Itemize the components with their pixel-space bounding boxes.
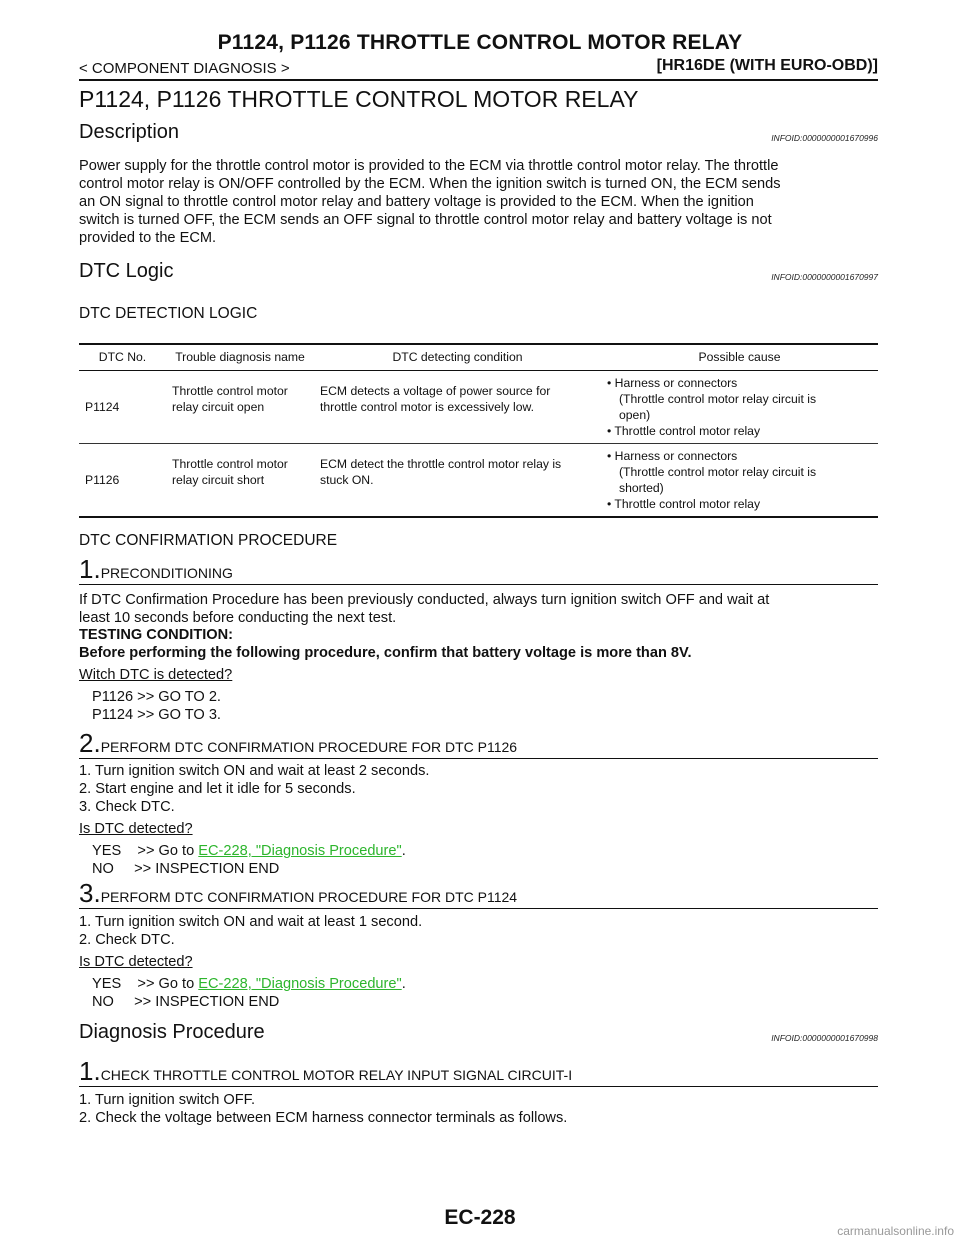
step-title: PRECONDITIONING [100,565,233,581]
diagnosis-procedure-link[interactable]: EC-228, "Diagnosis Procedure" [198,976,402,992]
diagnosis-procedure-link[interactable]: EC-228, "Diagnosis Procedure" [198,843,402,859]
answer-prefix: YES >> Go to [92,843,199,859]
diagnosis-name: Throttle control motor relay circuit sho… [166,444,314,518]
description-line: Power supply for the throttle control mo… [79,158,779,174]
cell-line: ECM detect the throttle control motor re… [320,457,562,471]
text-line: If DTC Confirmation Procedure has been p… [79,592,770,608]
description-text: Power supply for the throttle control mo… [79,157,878,247]
answer-yes: YES >> Go to EC-228, "Diagnosis Procedur… [92,843,406,859]
cell-line: stuck ON. [320,473,374,487]
watermark: carmanualsonline.info [837,1224,954,1238]
cell-line: (Throttle control motor relay circuit is [619,392,817,406]
step-3-confirm-p1124: 3.PERFORM DTC CONFIRMATION PROCEDURE FOR… [79,878,878,909]
answer-prefix: YES >> Go to [92,976,199,992]
diagnosis-procedure-heading: Diagnosis Procedure [79,1021,265,1043]
step-number: 2. [79,728,101,758]
dtc-table: DTC No. Trouble diagnosis name DTC detec… [79,343,878,518]
diagnosis-step-1: 1.CHECK THROTTLE CONTROL MOTOR RELAY INP… [79,1056,878,1087]
step-instruction: 2. Check the voltage between ECM harness… [79,1110,568,1126]
table-row: P1126 Throttle control motor relay circu… [79,444,878,518]
dtc-confirmation-heading: DTC CONFIRMATION PROCEDURE [79,532,338,549]
question-dtc-detected: Is DTC detected? [79,821,193,837]
diagnosis-name: Throttle control motor relay circuit ope… [166,370,314,444]
table-header: Trouble diagnosis name [166,344,314,371]
running-header-title: P1124, P1126 THROTTLE CONTROL MOTOR RELA… [217,31,743,54]
cell-line: • Throttle control motor relay [607,497,761,511]
cell-line: • Harness or connectors [607,376,738,390]
description-line: switch is turned OFF, the ECM sends an O… [79,212,772,228]
answer-no: NO >> INSPECTION END [92,994,280,1010]
precondition-text: If DTC Confirmation Procedure has been p… [79,591,878,627]
step-title: PERFORM DTC CONFIRMATION PROCEDURE FOR D… [100,889,518,905]
cell-line: throttle control motor is excessively lo… [320,400,535,414]
step-instruction: 2. Check DTC. [79,932,175,948]
cell-line: relay circuit open [172,400,265,414]
step-instruction: 3. Check DTC. [79,799,175,815]
dtc-code: P1124 [79,370,166,444]
answer-no: NO >> INSPECTION END [92,861,280,877]
step-instruction: 1. Turn ignition switch ON and wait at l… [79,914,423,930]
cell-line: relay circuit short [172,473,265,487]
description-line: provided to the ECM. [79,230,217,246]
dtc-code: P1126 [85,473,120,487]
text-line: least 10 seconds before conducting the n… [79,610,397,626]
testing-condition-text: Before performing the following procedur… [79,645,692,661]
step-title: CHECK THROTTLE CONTROL MOTOR RELAY INPUT… [100,1067,573,1083]
description-infoid: INFOID:0000000001670996 [771,133,878,143]
step-title: PERFORM DTC CONFIRMATION PROCEDURE FOR D… [100,739,518,755]
table-header: DTC detecting condition [314,344,601,371]
engine-variant-label: [HR16DE (WITH EURO-OBD)] [656,57,878,74]
page-number: EC-228 [444,1206,516,1229]
possible-cause: • Harness or connectors (Throttle contro… [601,370,878,444]
table-row: P1124 Throttle control motor relay circu… [79,370,878,444]
step-number: 3. [79,878,101,908]
detecting-condition: ECM detect the throttle control motor re… [314,444,601,518]
step-instruction: 1. Turn ignition switch OFF. [79,1092,256,1108]
header-divider [79,79,878,81]
question-dtc-detected: Is DTC detected? [79,954,193,970]
dtc-logic-infoid: INFOID:0000000001670997 [771,272,878,282]
description-line: an ON signal to throttle control motor r… [79,194,754,210]
dtc-logic-heading: DTC Logic [79,260,174,282]
cell-line: (Throttle control motor relay circuit is [619,465,817,479]
testing-condition-label: TESTING CONDITION: [79,627,234,643]
cell-line: • Throttle control motor relay [607,424,761,438]
cell-line: ECM detects a voltage of power source fo… [320,384,551,398]
description-heading: Description [79,121,180,143]
table-header: Possible cause [601,344,878,371]
dtc-detection-logic-heading: DTC DETECTION LOGIC [79,305,258,322]
answer-yes: YES >> Go to EC-228, "Diagnosis Procedur… [92,976,406,992]
answer-p1124: P1124 >> GO TO 3. [92,707,221,723]
cell-line: shorted) [619,481,664,495]
cell-line: Throttle control motor [172,384,288,398]
cell-line: Throttle control motor [172,457,288,471]
description-line: control motor relay is ON/OFF controlled… [79,176,781,192]
cell-line: • Harness or connectors [607,449,738,463]
detecting-condition: ECM detects a voltage of power source fo… [314,370,601,444]
possible-cause: • Harness or connectors (Throttle contro… [601,444,878,518]
step-instruction: 2. Start engine and let it idle for 5 se… [79,781,356,797]
page-title: P1124, P1126 THROTTLE CONTROL MOTOR RELA… [79,86,639,112]
answer-suffix: . [401,976,406,992]
table-header: DTC No. [79,344,166,371]
diagnosis-infoid: INFOID:0000000001670998 [771,1033,878,1043]
section-breadcrumb: < COMPONENT DIAGNOSIS > [79,60,290,77]
step-number: 1. [79,1056,101,1086]
cell-line: open) [619,408,651,422]
answer-p1126: P1126 >> GO TO 2. [92,689,221,705]
step-1-preconditioning: 1.PRECONDITIONING [79,554,878,585]
step-instruction: 1. Turn ignition switch ON and wait at l… [79,763,430,779]
step-number: 1. [79,554,101,584]
question-which-dtc: Witch DTC is detected? [79,667,233,683]
step-2-confirm-p1126: 2.PERFORM DTC CONFIRMATION PROCEDURE FOR… [79,728,878,759]
answer-suffix: . [401,843,406,859]
